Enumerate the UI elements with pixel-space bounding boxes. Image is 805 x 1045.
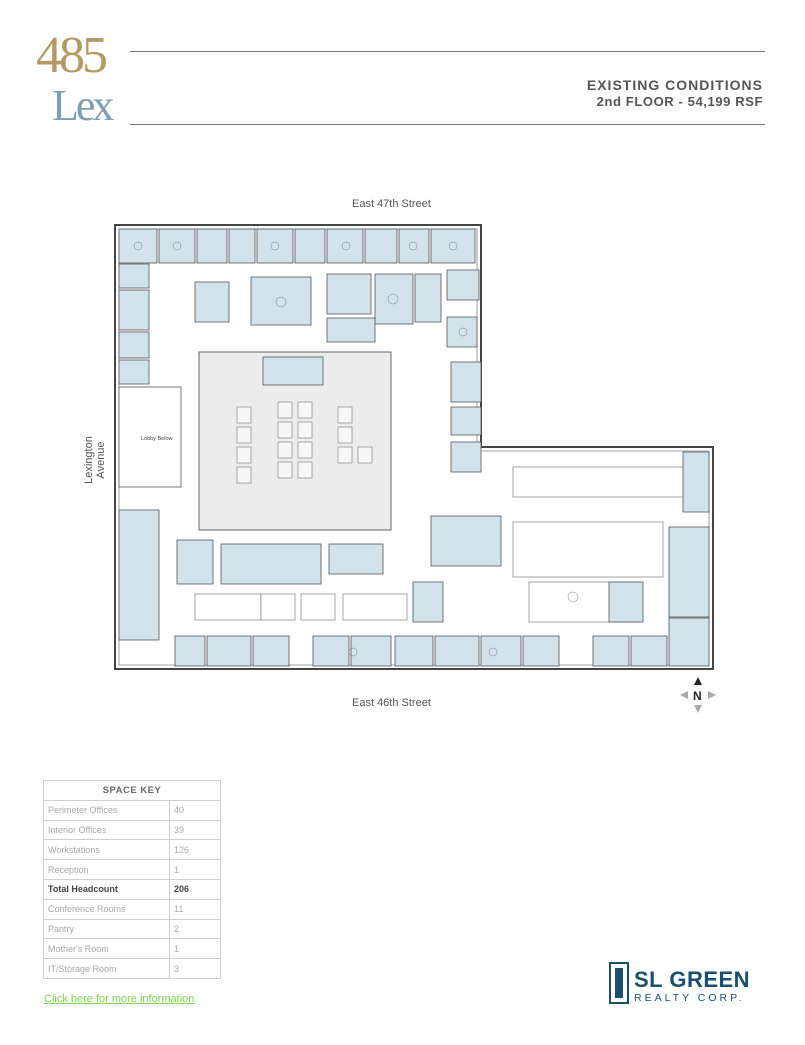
space-key-value: 40 — [169, 799, 221, 821]
space-key-value: 1 — [169, 938, 221, 960]
space-key-value: 206 — [169, 878, 221, 900]
logo-number: 485 — [36, 27, 108, 84]
furniture-marks — [133, 241, 579, 657]
north-perimeter-offices — [118, 228, 476, 264]
page-title: EXISTING CONDITIONS — [586, 77, 763, 93]
street-label-north: East 47th Street — [352, 198, 431, 210]
space-key-label: Total Headcount — [43, 878, 170, 900]
floor-plan: Lobby Below — [114, 224, 714, 670]
lobby-area — [118, 386, 182, 488]
brand-name: SL GREEN — [634, 967, 751, 992]
space-key-label: Perimeter Offices — [43, 799, 170, 821]
space-key-title: SPACE KEY — [43, 780, 221, 801]
space-key-label: Mother's Room — [43, 938, 170, 960]
compass-letter: N — [693, 689, 702, 703]
brand-subtitle: REALTY CORP. — [634, 992, 745, 1004]
space-key-label: Pantry — [43, 918, 170, 940]
space-key-label: Interior Offices — [43, 819, 170, 841]
space-key-value: 3 — [169, 958, 221, 979]
space-key-value: 2 — [169, 918, 221, 940]
space-key-label: Workstations — [43, 839, 170, 861]
west-perimeter-offices — [118, 263, 150, 385]
south-perimeter-offices — [174, 617, 710, 667]
street-label-west: Lexington Avenue — [83, 436, 107, 484]
elevator-banks — [236, 401, 373, 484]
lobby-label: Lobby Below — [141, 436, 173, 442]
logo-word: Lex — [52, 81, 114, 130]
page-subtitle: 2nd FLOOR - 54,199 RSF — [596, 94, 763, 109]
space-key-value: 126 — [169, 839, 221, 861]
north-interior-rooms — [194, 269, 482, 473]
space-key-label: IT/Storage Room — [43, 958, 170, 979]
center-workstations — [194, 593, 408, 621]
header-rule-bottom — [130, 124, 765, 125]
space-key-value: 1 — [169, 859, 221, 880]
space-key-label: Reception — [43, 859, 170, 880]
header-rule-top — [130, 51, 765, 52]
more-info-link[interactable]: Click here for more information — [44, 993, 195, 1005]
space-key-value: 11 — [169, 898, 221, 920]
sl-green-logo-icon — [609, 962, 629, 1004]
east-rooms — [412, 451, 710, 623]
street-label-south: East 46th Street — [352, 697, 431, 709]
center-rooms — [118, 509, 384, 641]
north-arrow-icon: N — [680, 677, 716, 713]
space-key-label: Conference Rooms — [43, 898, 170, 920]
space-key-value: 39 — [169, 819, 221, 841]
